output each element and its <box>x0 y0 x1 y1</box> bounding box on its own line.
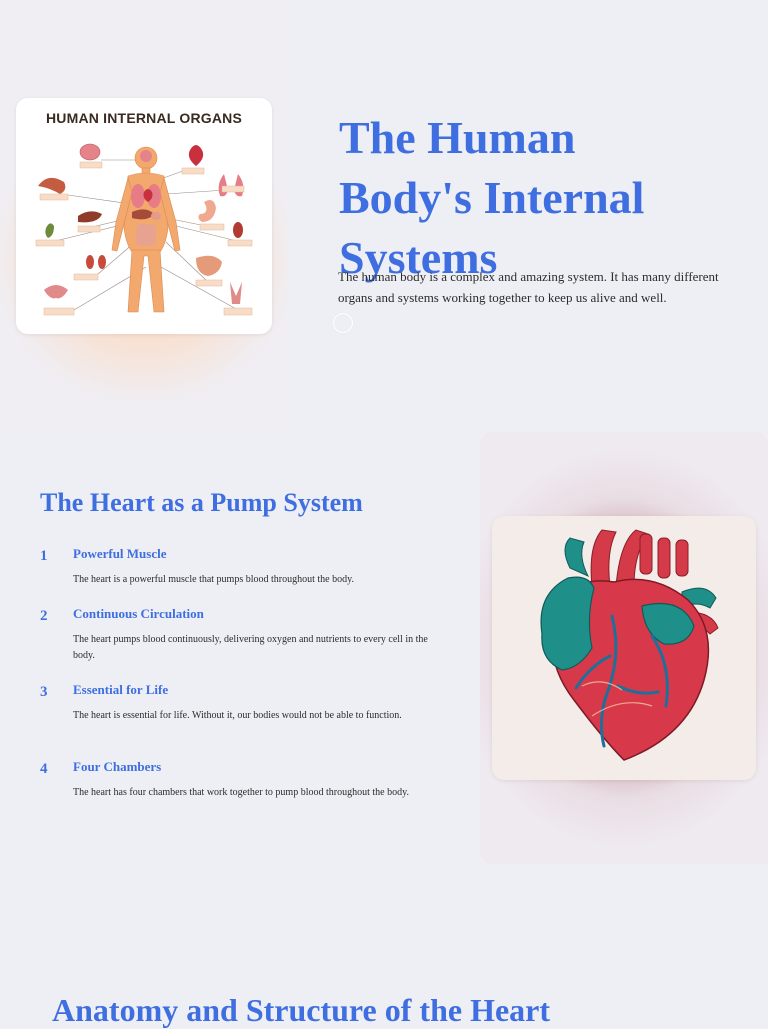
heart-image-panel <box>480 432 768 864</box>
heart-section-title: The Heart as a Pump System <box>40 488 363 517</box>
loading-spinner-icon <box>333 313 353 333</box>
step-description: The heart pumps blood continuously, deli… <box>73 634 428 661</box>
organs-infographic: HUMAN INTERNAL ORGANS <box>16 98 272 334</box>
step-description: The heart has four chambers that work to… <box>73 787 409 798</box>
step-title: Continuous Circulation <box>73 606 204 621</box>
organs-infographic-heading: HUMAN INTERNAL ORGANS <box>45 110 243 126</box>
step-title: Essential for Life <box>73 682 169 697</box>
step-number: 3 <box>40 684 48 700</box>
step-number: 4 <box>40 761 48 777</box>
step-description: The heart is essential for life. Without… <box>73 710 402 721</box>
intro-paragraph: The human body is a complex and amazing … <box>338 269 719 305</box>
step-description: The heart is a powerful muscle that pump… <box>73 574 354 585</box>
step-number: 2 <box>40 608 48 624</box>
heart-illustration-card <box>492 516 756 780</box>
anatomical-heart-illustration <box>540 529 719 761</box>
human-organs-illustration <box>35 143 253 316</box>
step-title: Powerful Muscle <box>73 546 167 561</box>
page-title: The Human Body's Internal Systems <box>339 112 645 283</box>
organs-image-panel: HUMAN INTERNAL ORGANS <box>0 0 288 432</box>
anatomy-section-title: Anatomy and Structure of the Heart <box>52 992 551 1028</box>
step-number: 1 <box>40 548 48 564</box>
step-title: Four Chambers <box>73 759 162 774</box>
